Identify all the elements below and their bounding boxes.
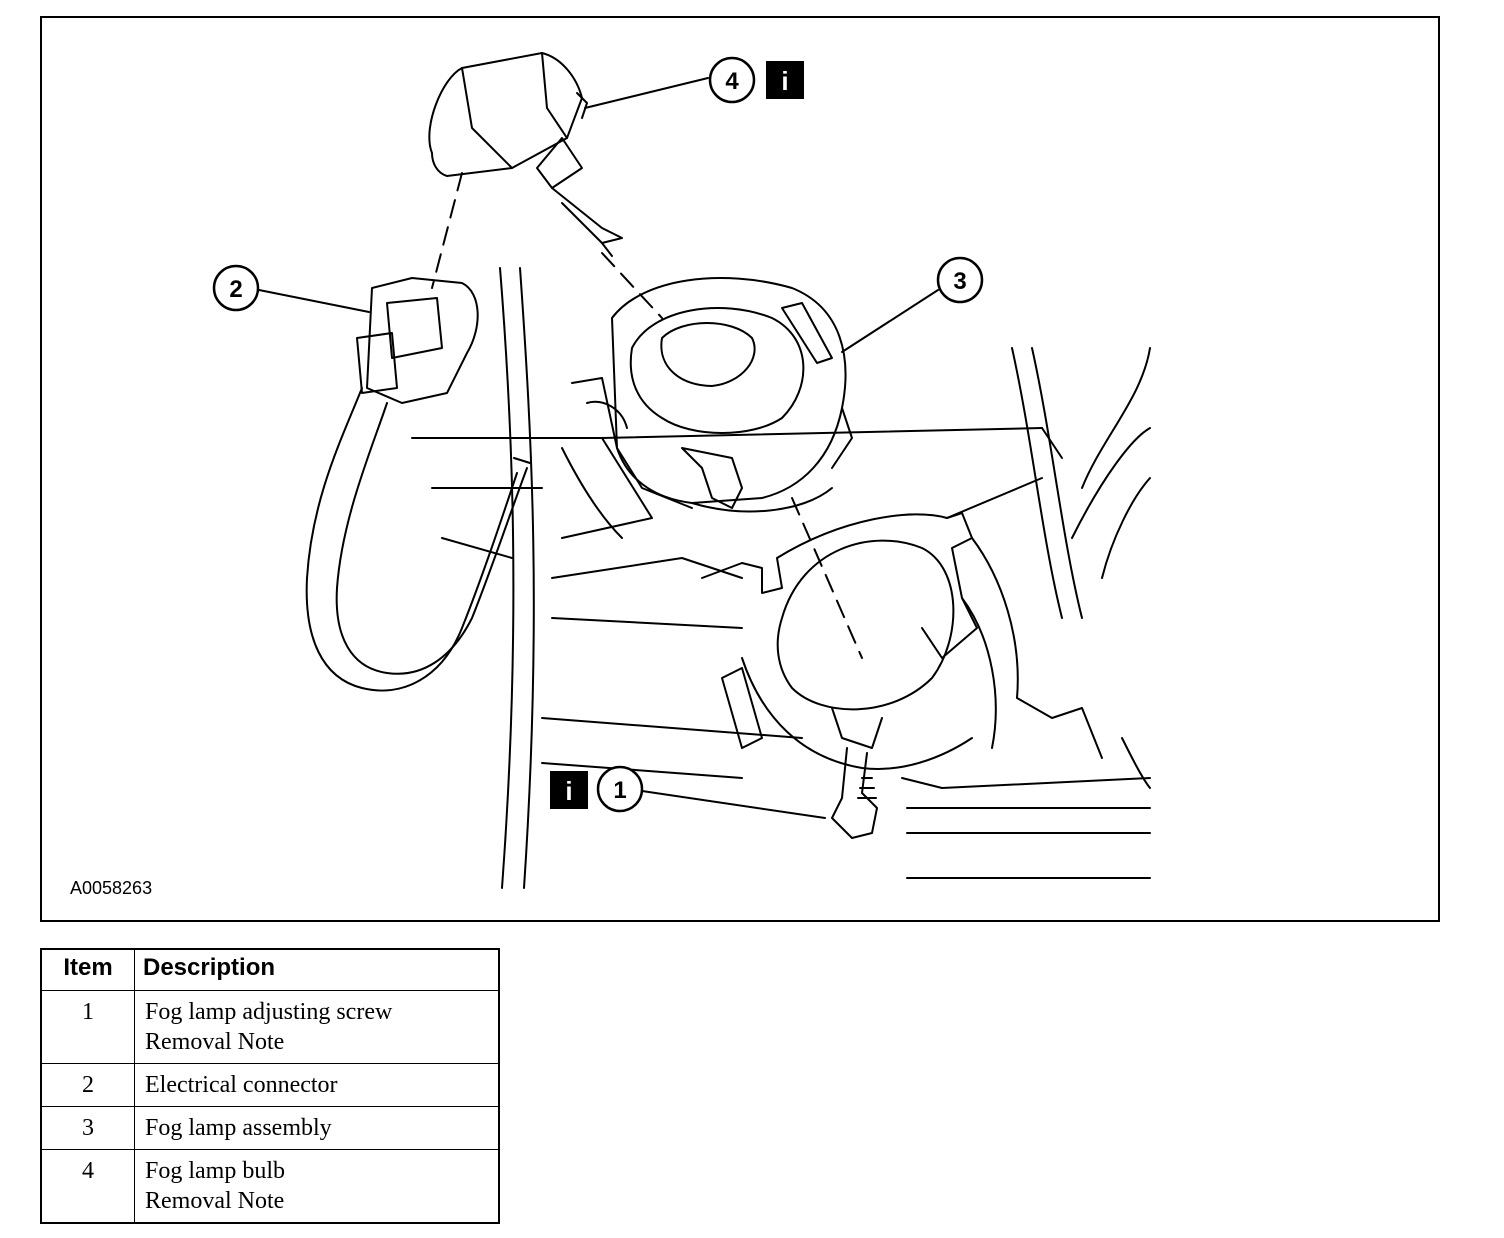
svg-text:i: i bbox=[565, 776, 572, 806]
description-line: Fog lamp adjusting screw bbox=[145, 999, 393, 1025]
legend-row: 3 Fog lamp assembly bbox=[40, 1106, 500, 1150]
svg-text:2: 2 bbox=[229, 276, 242, 303]
alignment-lines bbox=[431, 172, 863, 659]
callout-3: 3 bbox=[936, 256, 984, 304]
item-description: Fog lamp bulb Removal Note bbox=[134, 1149, 500, 1224]
info-icon-4[interactable]: i bbox=[766, 61, 804, 99]
callout-4: 4 bbox=[708, 56, 756, 104]
legend-row: 2 Electrical connector bbox=[40, 1063, 500, 1107]
item-description: Fog lamp assembly bbox=[134, 1106, 500, 1150]
info-icon-1[interactable]: i bbox=[550, 771, 588, 809]
removal-note-link[interactable]: Removal Note bbox=[145, 1029, 285, 1055]
figure-id: A0058263 bbox=[70, 878, 153, 898]
svg-text:1: 1 bbox=[613, 777, 626, 804]
callout-1: 1 bbox=[596, 765, 644, 813]
item-number: 3 bbox=[40, 1106, 135, 1150]
electrical-connector bbox=[305, 277, 531, 692]
legend-header-row: Item Description bbox=[40, 948, 500, 991]
legend-row: 4 Fog lamp bulb Removal Note bbox=[40, 1149, 500, 1224]
item-number: 2 bbox=[40, 1063, 135, 1107]
callout-2: 2 bbox=[212, 264, 260, 312]
legend-row: 1 Fog lamp adjusting screw Removal Note bbox=[40, 990, 500, 1064]
exploded-view-figure: 4 i 2 3 i 1 A0058263 bbox=[40, 16, 1440, 922]
removal-note-link[interactable]: Removal Note bbox=[145, 1188, 285, 1214]
item-number: 4 bbox=[40, 1149, 135, 1224]
svg-text:4: 4 bbox=[725, 68, 739, 95]
mounting-bracket bbox=[701, 477, 1151, 879]
item-column-header: Item bbox=[40, 948, 135, 991]
fog-lamp-assembly bbox=[571, 277, 853, 513]
leader-lines bbox=[258, 77, 939, 819]
item-description: Electrical connector bbox=[134, 1063, 500, 1107]
item-number: 1 bbox=[40, 990, 135, 1064]
description-line: Electrical connector bbox=[145, 1072, 338, 1098]
legend-table: Item Description 1 Fog lamp adjusting sc… bbox=[40, 948, 500, 1224]
vehicle-body-lines bbox=[411, 267, 1151, 889]
fog-lamp-drawing: 4 i 2 3 i 1 bbox=[212, 52, 1151, 889]
item-description: Fog lamp adjusting screw Removal Note bbox=[134, 990, 500, 1064]
fog-lamp-bulb bbox=[428, 52, 623, 257]
svg-text:3: 3 bbox=[953, 268, 966, 295]
svg-text:i: i bbox=[781, 66, 788, 96]
description-line: Fog lamp bulb bbox=[145, 1158, 286, 1184]
description-line: Fog lamp assembly bbox=[145, 1115, 332, 1141]
description-column-header: Description bbox=[134, 948, 500, 991]
